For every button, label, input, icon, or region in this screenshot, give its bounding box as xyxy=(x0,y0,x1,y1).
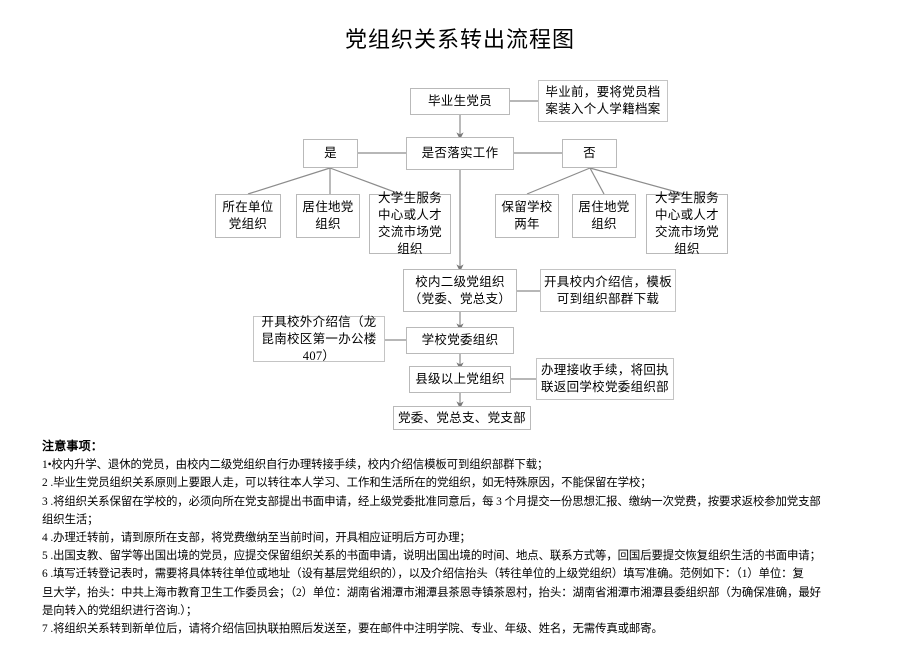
node-yes-branch-residence-org[interactable]: 居住地党组织 xyxy=(296,194,360,238)
note-item-2: 2 .毕业生党员组织关系原则上要跟人走，可以转往本人学习、工作和生活所在的党组织… xyxy=(42,477,652,490)
node-school-party-committee[interactable]: 学校党委组织 xyxy=(406,327,514,354)
notes-heading: 注意事项： xyxy=(42,439,104,453)
note-external-introduction-letter: 开具校外介绍信（龙昆南校区第一办公楼407） xyxy=(253,315,385,363)
node-final-party-branches[interactable]: 党委、党总支、党支部 xyxy=(393,406,531,430)
page-title: 党组织关系转出流程图 xyxy=(344,27,575,52)
node-no-branch-talent-market-org[interactable]: 大学生服务中心或人才交流市场党组织 xyxy=(646,191,728,256)
note-archive-student-file: 毕业前，要将党员档案装入个人学籍档案 xyxy=(538,80,668,122)
flowchart-connectors xyxy=(247,100,685,409)
note-item-6: 6 .填写迁转登记表时，需要将具体转往单位或地址（设有基层党组织的），以及介绍信… xyxy=(42,568,804,581)
node-yes-branch-work-unit-org[interactable]: 所在单位党组织 xyxy=(215,194,281,238)
note-receipt-return: 办理接收手续，将回执联返回学校党委组织部 xyxy=(536,358,674,400)
node-has-job-decision[interactable]: 是否落实工作 xyxy=(406,137,514,170)
flowchart: 毕业生党员 毕业前，要将党员档案装入个人学籍档案 是否落实工作 是 否 所在单位… xyxy=(215,80,728,430)
node-no[interactable]: 否 xyxy=(562,139,617,168)
note-item-1: 1•校内升学、退休的党员，由校内二级党组织自行办理转接手续，校内介绍信模板可到组… xyxy=(42,459,549,472)
note-item-3-cont: 组织生活； xyxy=(42,513,99,526)
notes-section: 注意事项： 1•校内升学、退休的党员，由校内二级党组织自行办理转接手续，校内介绍… xyxy=(42,437,892,638)
note-item-5: 5 .出国支教、留学等出国出境的党员，应提交保留组织关系的书面申请，说明出国出境… xyxy=(42,550,821,563)
node-no-branch-keep-at-school[interactable]: 保留学校两年 xyxy=(495,194,559,238)
node-county-level-party-org[interactable]: 县级以上党组织 xyxy=(409,366,511,393)
note-item-6-cont-2: 是向转入的党组织进行咨询.）； xyxy=(42,604,198,617)
note-item-4: 4 .办理迁转前，请到原所在支部，将党费缴纳至当前时间，开具相应证明后方可办理； xyxy=(42,532,471,545)
node-graduate-member[interactable]: 毕业生党员 xyxy=(410,88,510,115)
node-yes-branch-talent-market-org[interactable]: 大学生服务中心或人才交流市场党组织 xyxy=(369,191,451,256)
note-item-3: 3 .将组织关系保留在学校的，必须向所在党支部提出书面申请，经上级党委批准同意后… xyxy=(42,495,821,508)
note-internal-introduction-letter: 开具校内介绍信，模板可到组织部群下载 xyxy=(540,269,676,312)
node-no-branch-residence-org[interactable]: 居住地党组织 xyxy=(572,194,636,238)
node-secondary-party-org[interactable]: 校内二级党组织（党委、党总支） xyxy=(403,269,517,312)
note-item-6-cont-1: 旦大学，抬头：中共上海市教育卫生工作委员会；（2）单位：湖南省湘潭市湘潭县茶恩寺… xyxy=(42,586,821,599)
node-yes[interactable]: 是 xyxy=(303,139,358,168)
note-item-7: 7 .将组织关系转到新单位后，请将介绍信回执联拍照后发送至，要在邮件中注明学院、… xyxy=(42,623,663,636)
